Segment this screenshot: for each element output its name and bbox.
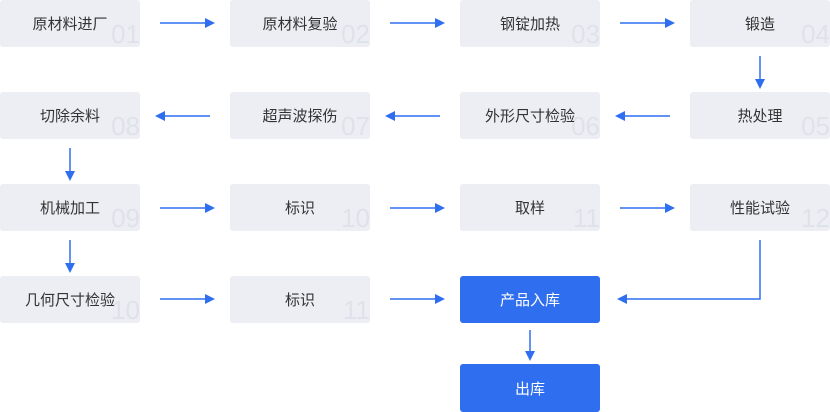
step-geometry-inspection: 几何尺寸检验 10 (0, 276, 140, 323)
step-number: 01 (111, 19, 140, 47)
arrowhead (435, 294, 445, 304)
step-sampling: 取样 11 (460, 184, 600, 231)
arrowhead (525, 351, 535, 361)
step-dimension-inspection: 外形尺寸检验 06 (460, 92, 600, 139)
step-forging: 锻造 04 (690, 0, 830, 47)
step-marking-2: 标识 11 (230, 276, 370, 323)
step-number: 02 (341, 19, 370, 47)
arrowhead (435, 18, 445, 28)
step-label: 原材料进厂 (32, 15, 108, 33)
step-label: 产品入库 (499, 291, 560, 309)
step-number: 08 (111, 111, 140, 139)
arrowhead (615, 111, 625, 121)
step-number: 09 (111, 203, 140, 231)
step-number: 10 (111, 295, 140, 323)
arrowhead (65, 263, 75, 273)
step-heat-treatment: 热处理 05 (690, 92, 830, 139)
step-ingot-heating: 钢锭加热 03 (460, 0, 600, 47)
arrowhead (205, 203, 215, 213)
arrowhead (617, 294, 627, 304)
step-label: 原材料复验 (262, 15, 338, 33)
step-label: 几何尺寸检验 (24, 291, 115, 309)
step-label: 切除余料 (39, 107, 100, 125)
step-label: 机械加工 (39, 199, 100, 217)
step-number: 11 (573, 203, 600, 231)
step-label: 锻造 (744, 15, 775, 33)
step-performance-test: 性能试验 12 (690, 184, 830, 231)
step-label: 出库 (514, 379, 545, 398)
step-number: 06 (571, 111, 600, 139)
step-raw-material-recheck: 原材料复验 02 (230, 0, 370, 47)
step-label: 超声波探伤 (262, 107, 338, 125)
step-number: 12 (801, 203, 830, 231)
arrow-12-warehouse (627, 240, 761, 300)
arrowhead (665, 203, 675, 213)
arrowhead (205, 294, 215, 304)
arrowhead (155, 111, 165, 121)
step-label: 性能试验 (729, 199, 790, 217)
step-remove-excess: 切除余料 08 (0, 92, 140, 139)
arrowhead (755, 79, 765, 89)
step-ultrasonic-testing: 超声波探伤 07 (230, 92, 370, 139)
step-marking: 标识 10 (230, 184, 370, 231)
step-number: 10 (341, 203, 370, 231)
step-number: 07 (341, 111, 370, 139)
step-shipment: 出库 (460, 364, 600, 412)
step-number: 11 (343, 295, 370, 323)
arrowhead (385, 111, 395, 121)
step-number: 03 (571, 19, 600, 47)
step-label: 取样 (514, 199, 545, 217)
step-label: 标识 (284, 291, 315, 309)
step-number: 05 (801, 111, 830, 139)
step-label: 钢锭加热 (499, 15, 560, 33)
step-label: 外形尺寸检验 (484, 107, 575, 125)
arrowhead (665, 18, 675, 28)
step-raw-material-entry: 原材料进厂 01 (0, 0, 140, 47)
step-label: 标识 (284, 199, 315, 217)
step-number: 04 (801, 19, 830, 47)
arrowhead (435, 203, 445, 213)
arrowhead (65, 171, 75, 181)
step-machining: 机械加工 09 (0, 184, 140, 231)
arrowhead (205, 18, 215, 28)
step-warehousing: 产品入库 (460, 276, 600, 323)
step-label: 热处理 (737, 107, 783, 125)
